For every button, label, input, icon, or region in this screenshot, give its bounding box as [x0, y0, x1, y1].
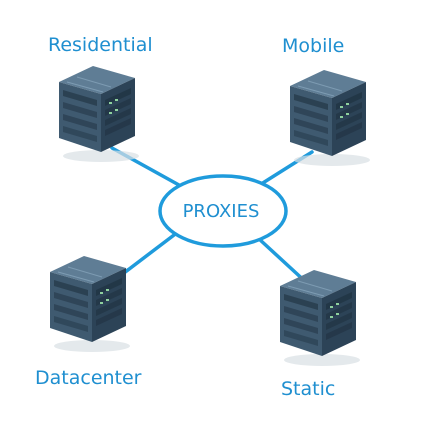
connector-static: [256, 236, 310, 286]
server-icon-static: [279, 269, 361, 367]
hub-ellipse: [158, 174, 288, 248]
hub-label: PROXIES: [183, 201, 260, 222]
node-label-residential: Residential: [48, 34, 153, 56]
node-label-static: Static: [281, 378, 335, 400]
node-label-datacenter: Datacenter: [35, 367, 142, 389]
hub: PROXIES: [158, 174, 288, 248]
node-label-mobile: Mobile: [282, 35, 344, 57]
server-icon-datacenter: [49, 255, 131, 353]
server-icon-mobile: [289, 69, 371, 167]
server-icon-residential: [58, 65, 140, 163]
